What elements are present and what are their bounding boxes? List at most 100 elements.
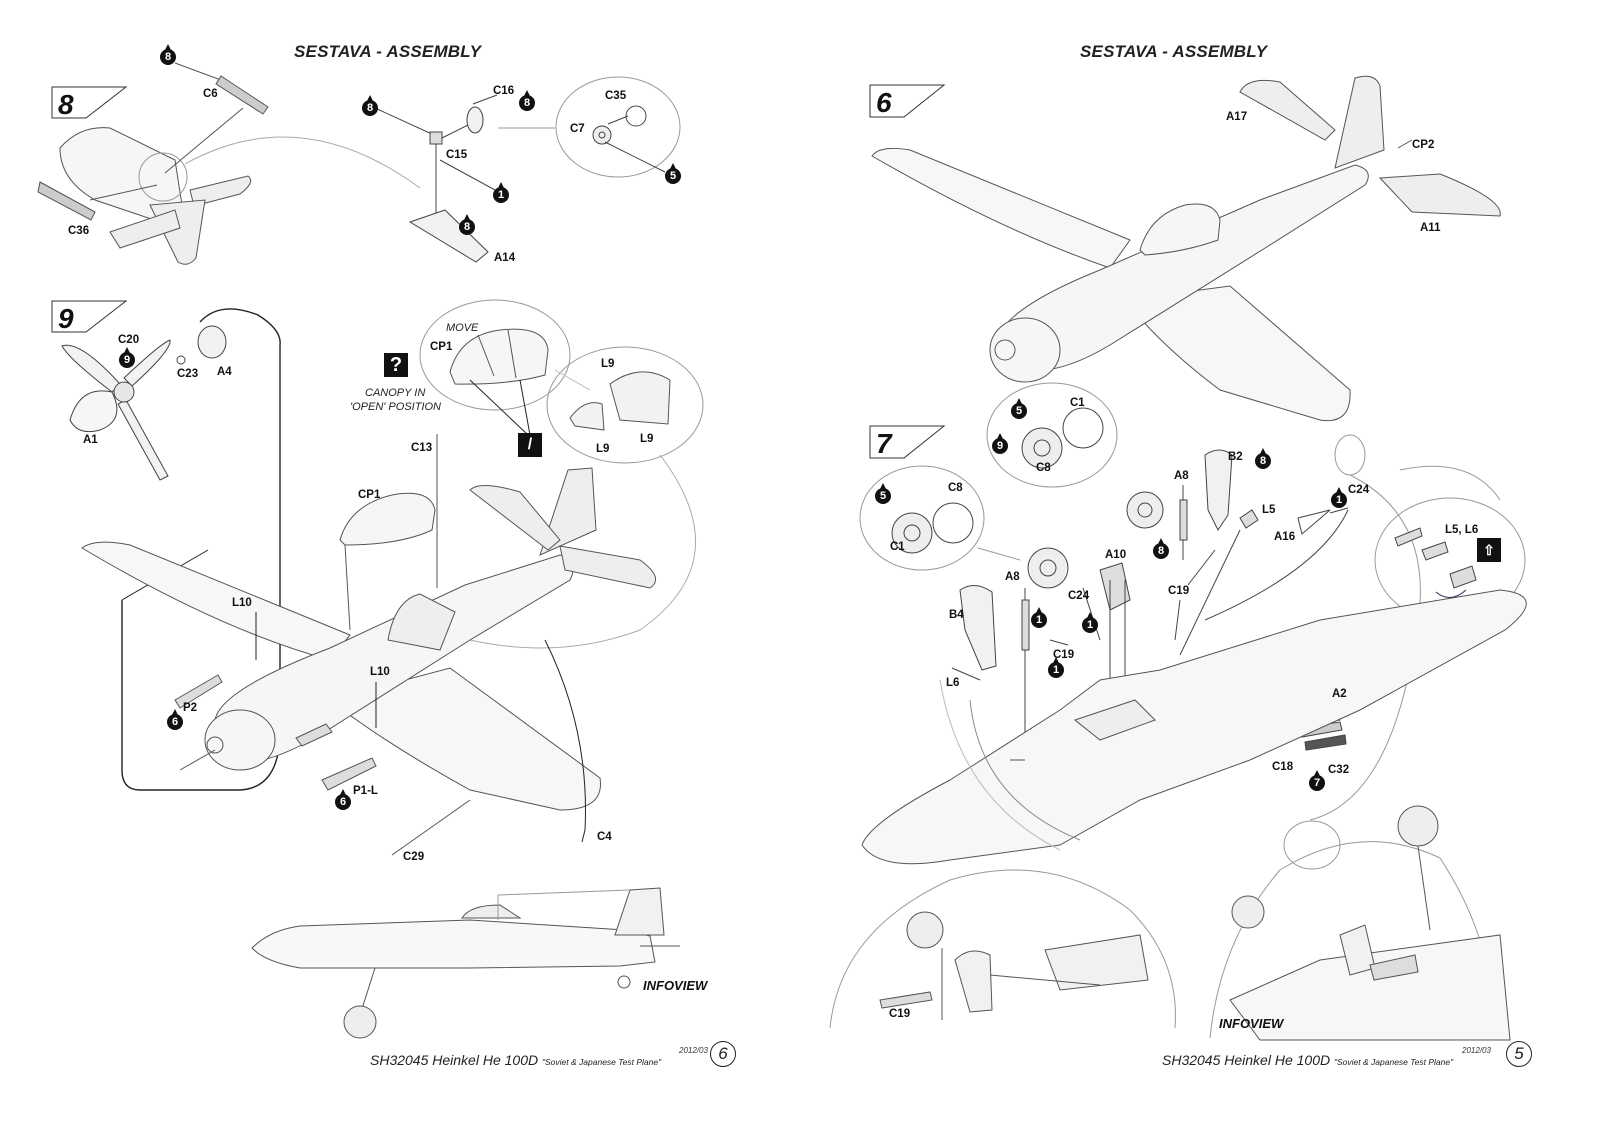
paint-badge: 8 [519,90,535,111]
label-a4: A4 [217,366,232,378]
paint-badge: 9 [119,347,135,368]
label-c8-left: C8 [948,482,963,494]
label-c29: C29 [403,851,425,863]
paint-badge: 6 [335,789,351,810]
label-c23: C23 [177,368,199,380]
label-c24-right: C24 [1348,484,1370,496]
flip-part-icon: ⇧ [1477,538,1501,562]
label-c19-inset: C19 [889,1008,911,1020]
right-infoview-label: INFOVIEW [1219,1016,1284,1031]
question-icon: ? [384,353,408,377]
paint-badge: 5 [1011,398,1027,419]
left-page-drawings [37,62,704,1039]
label-l5-l6: L5, L6 [1445,524,1479,536]
label-a14: A14 [494,252,516,264]
label-cp1-top: CP1 [430,341,453,353]
label-c20: C20 [118,334,140,346]
left-page-number: 6 [710,1041,736,1067]
label-p1l: P1-L [353,785,378,797]
label-l10-b: L10 [370,666,390,678]
label-a11: A11 [1420,222,1441,234]
label-c7: C7 [570,123,585,135]
right-page-number: 5 [1506,1041,1532,1067]
paint-badge: 8 [1255,448,1271,469]
left-infoview-drawing [251,887,680,1039]
paint-badge: 5 [665,163,681,184]
label-c6: C6 [203,88,218,100]
step-6-aircraft-drawing [871,75,1501,422]
step-9-aircraft-drawing [81,434,657,856]
step-7-frame [869,425,946,459]
label-c1-left: C1 [890,541,905,553]
label-c18: C18 [1272,761,1294,773]
label-a16: A16 [1274,531,1296,543]
step-8-tail-drawing [37,62,421,265]
step-8-number: 8 [58,89,74,120]
canopy-note-line2: 'OPEN' POSITION [350,401,441,413]
paint-badge: 1 [493,182,509,203]
step-9-frame [51,300,128,333]
label-c1-top: C1 [1070,397,1085,409]
left-footer-date: 2012/03 [679,1046,708,1055]
label-a17: A17 [1226,111,1248,123]
left-footer-title: SH32045 Heinkel He 100D "Soviet & Japane… [370,1052,662,1068]
label-a10: A10 [1105,549,1127,561]
label-l10-a: L10 [232,597,252,609]
step-7-wing-drawing [861,589,1527,865]
right-infoview-drawing [829,805,1511,1041]
step-9-marker: 9 [52,301,130,337]
step-7-wheels [891,407,1164,589]
step-7-marker: 7 [870,426,948,462]
paint-badge: 8 [362,95,378,116]
right-page-drawings [829,75,1527,1041]
label-c15: C15 [446,149,468,161]
label-l9-a: L9 [601,358,615,370]
paint-badge: 8 [160,44,176,65]
step-6-number: 6 [876,87,892,118]
label-c24-mid: C24 [1068,590,1090,602]
paint-badge: 1 [1048,657,1064,678]
paint-badge: 6 [167,709,183,730]
label-l5: L5 [1262,504,1276,516]
right-page: SESTAVA - ASSEMBLY [800,0,1600,1129]
label-c35: C35 [605,90,627,102]
step-8-marker: 8 [52,87,130,123]
step-7-number: 7 [876,428,892,459]
right-footer-title: SH32045 Heinkel He 100D "Soviet & Japane… [1162,1052,1454,1068]
paint-badge: 7 [1309,770,1325,791]
paint-badge: 1 [1331,487,1347,508]
label-c4: C4 [597,831,612,843]
step-8-tailwheel-drawing [374,76,681,263]
step-9-canopy-detail [419,299,704,649]
label-p2: P2 [183,702,198,714]
label-c8-top: C8 [1036,462,1051,474]
step-6-marker: 6 [870,85,948,121]
step-7-gear-parts [951,449,1477,760]
label-c16: C16 [493,85,515,97]
paint-badge: 8 [459,214,475,235]
label-a8-left: A8 [1005,571,1020,583]
step-6-frame [869,84,946,118]
label-b4: B4 [949,609,964,621]
canopy-note-line1: CANOPY IN [365,387,426,399]
left-page-header: SESTAVA - ASSEMBLY [294,42,482,61]
paint-badge: 5 [875,483,891,504]
paint-badge: 1 [1031,607,1047,628]
left-infoview-label: INFOVIEW [643,978,708,993]
label-cp1-main: CP1 [358,489,381,501]
move-note: MOVE [446,322,479,334]
step-9-number: 9 [58,303,74,334]
right-page-header: SESTAVA - ASSEMBLY [1080,42,1268,61]
label-l9-c: L9 [640,433,654,445]
paint-badge: 8 [1153,538,1169,559]
left-page: SESTAVA - ASSEMBLY [37,42,736,1068]
label-c19-mid: C19 [1168,585,1190,597]
step-8-frame [51,86,128,119]
cut-icon: / [518,433,542,457]
paint-badge: 9 [992,433,1008,454]
label-a1: A1 [83,434,98,446]
right-footer-date: 2012/03 [1462,1046,1491,1055]
label-c32: C32 [1328,764,1350,776]
label-l6: L6 [946,677,960,689]
label-l9-b: L9 [596,443,610,455]
